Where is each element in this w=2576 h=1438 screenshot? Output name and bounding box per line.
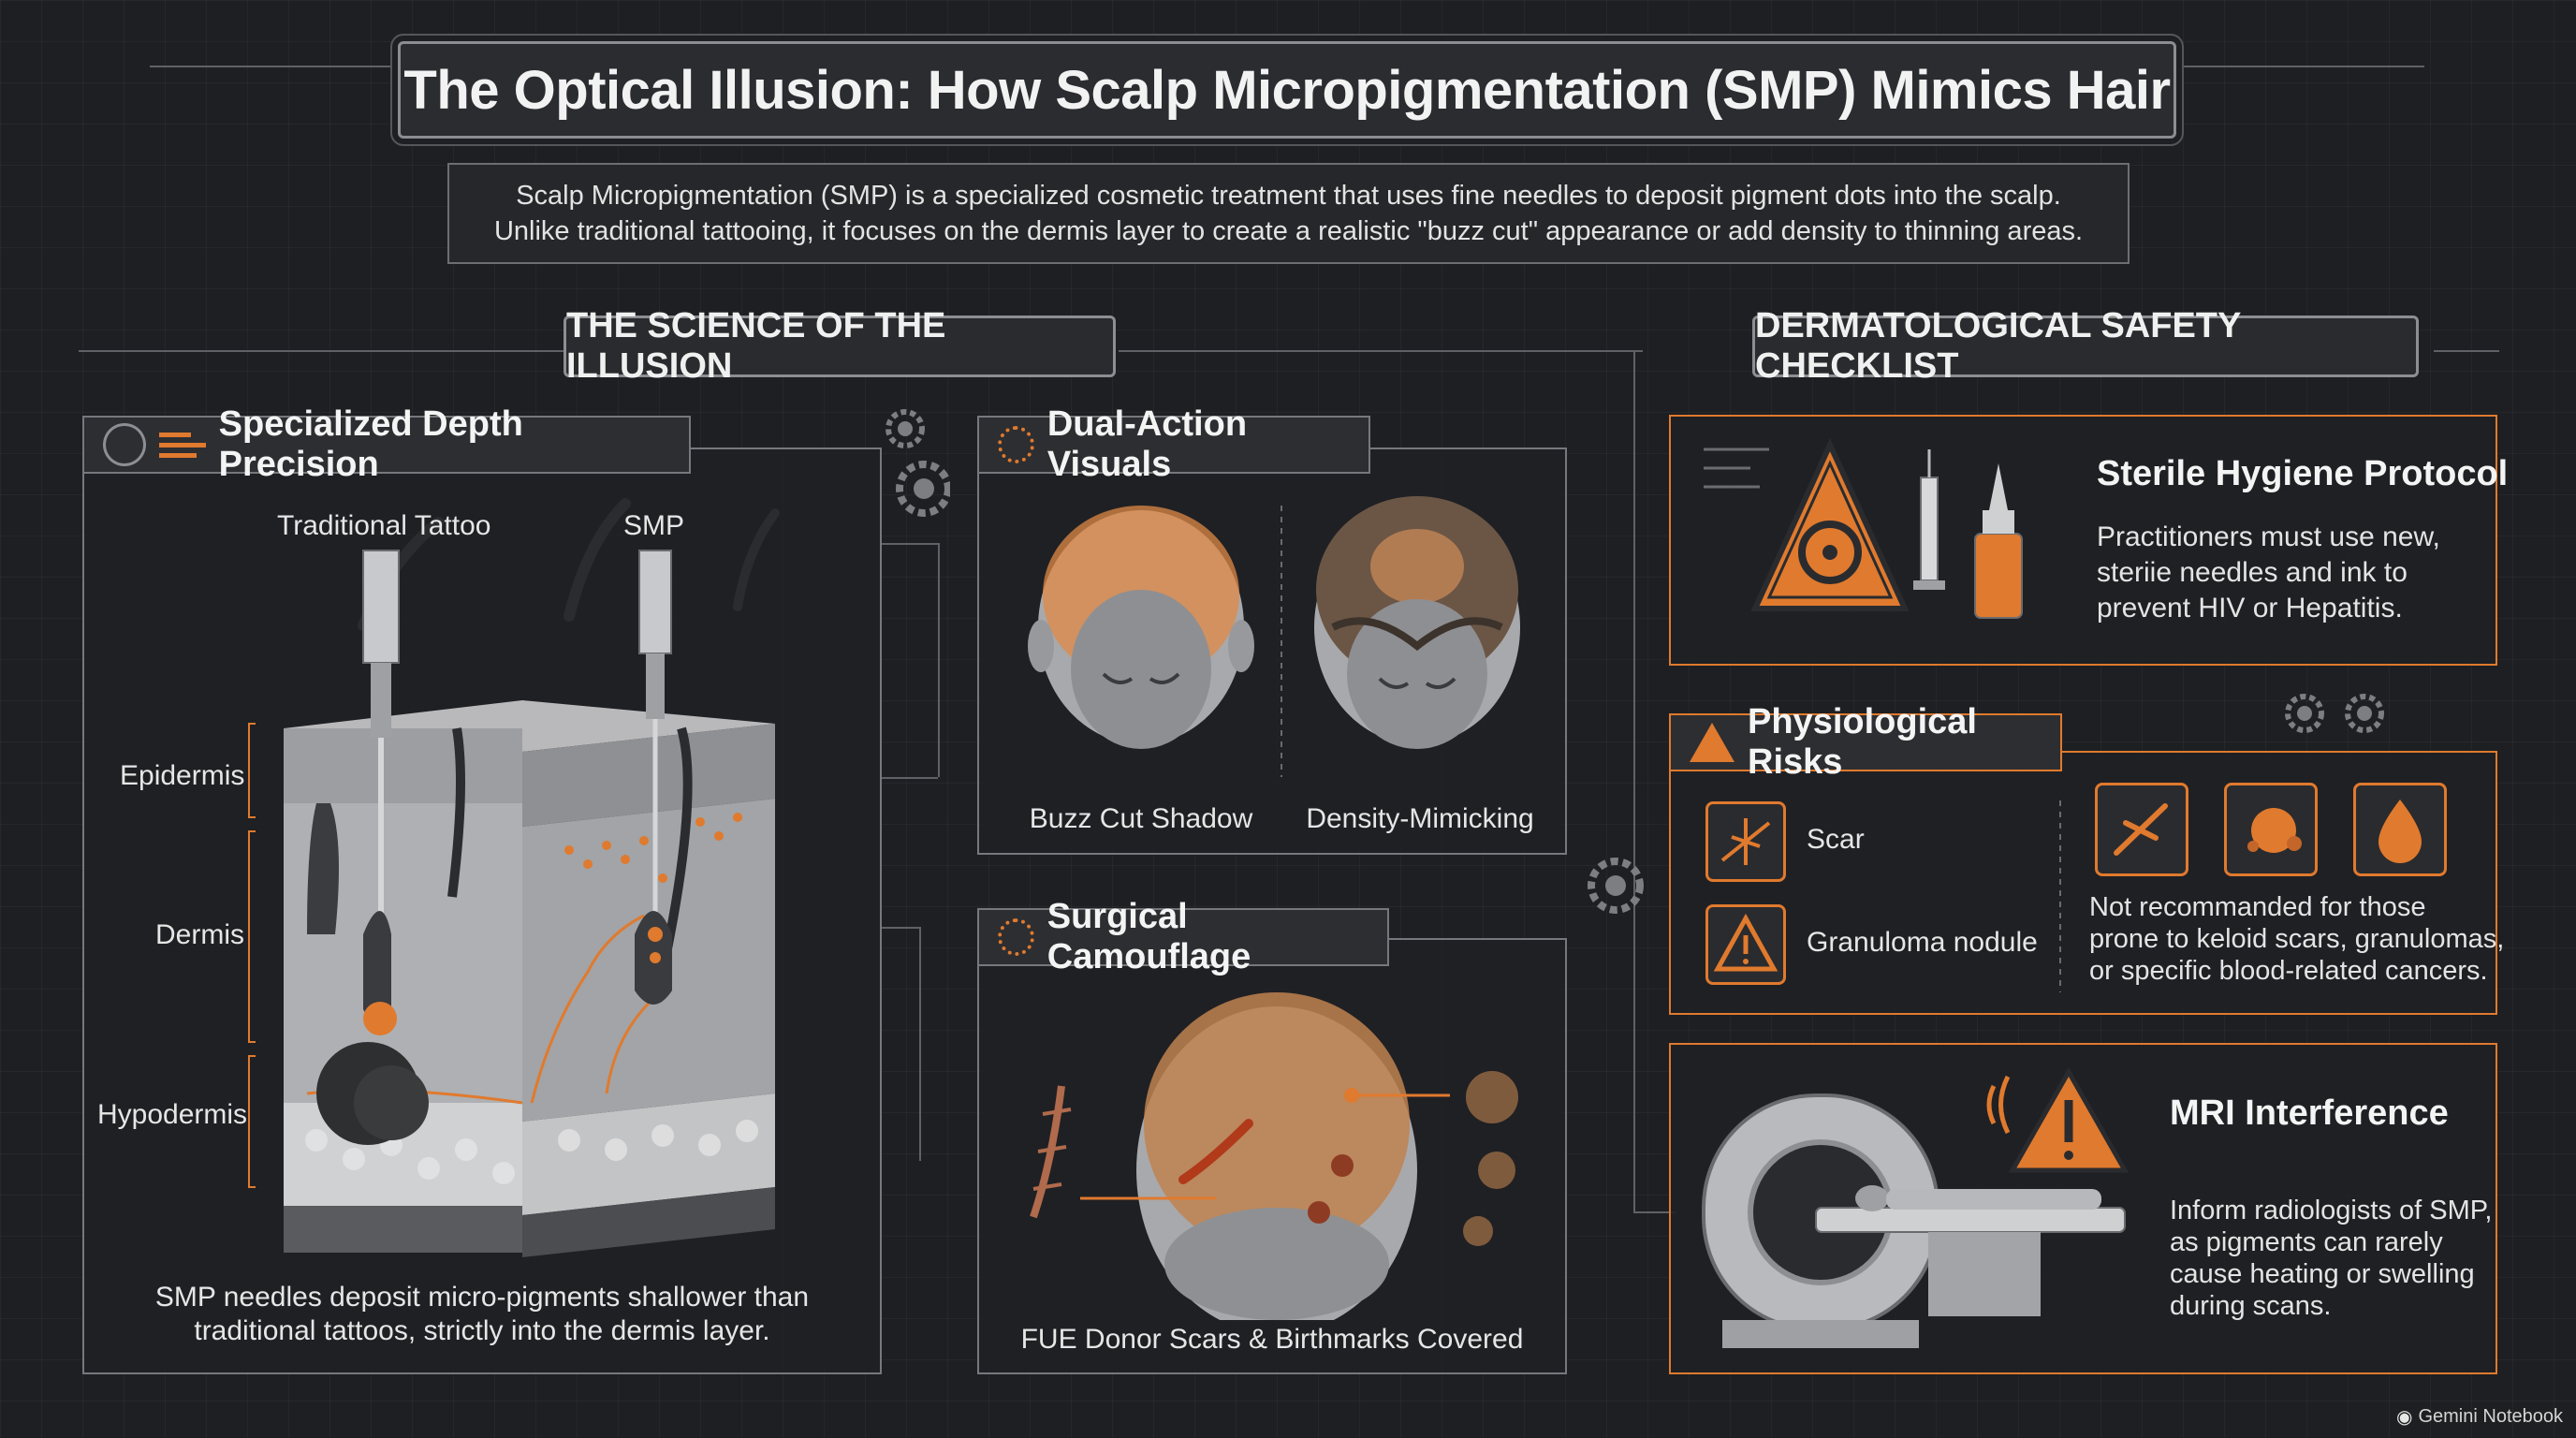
circuit-line bbox=[2181, 66, 2424, 67]
dual-action-title: Dual-Action Visuals bbox=[1046, 404, 1248, 484]
depth-precision-title: Specialized Depth Precision bbox=[218, 404, 523, 484]
skin-block bbox=[284, 700, 775, 1257]
nodule-icon bbox=[2224, 783, 2318, 876]
science-heading: THE SCIENCE OF THE ILLUSION bbox=[564, 306, 1116, 386]
connector-line bbox=[882, 927, 919, 929]
page-title: The Optical Illusion: How Scalp Micropig… bbox=[403, 59, 2171, 121]
label-epidermis: Epidermis bbox=[120, 760, 245, 791]
risks-title: Physiological Risks bbox=[1748, 702, 1977, 782]
camouflage-caption: FUE Donor Scars & Birthmarks Covered bbox=[1020, 1324, 1524, 1355]
density-head bbox=[1314, 496, 1520, 749]
label-dermis: Dermis bbox=[155, 919, 244, 950]
camouflage-illustration bbox=[1030, 992, 1518, 1320]
circuit-line bbox=[1633, 1211, 1676, 1213]
intro-box: Scalp Micropigmentation (SMP) is a speci… bbox=[447, 163, 2130, 264]
risks-text-line-2: prone to keloid scars, granulomas, bbox=[2089, 924, 2505, 954]
buzz-cut-head bbox=[1028, 506, 1254, 749]
lines-icon bbox=[158, 432, 206, 458]
circuit-line bbox=[1633, 350, 1635, 1211]
watermark: ◉ Gemini Notebook bbox=[2396, 1405, 2563, 1429]
risk-item-scar: Scar bbox=[1807, 824, 1865, 855]
intro-line-1: Scalp Micropigmentation (SMP) is a speci… bbox=[516, 181, 2061, 211]
circuit-line bbox=[150, 66, 393, 67]
risks-header: Physiological Risks bbox=[1669, 702, 2062, 782]
syringe-icon bbox=[1920, 477, 1939, 581]
gauge-icon bbox=[103, 423, 146, 466]
risks-text: Not recommanded for those prone to keloi… bbox=[2089, 891, 2504, 987]
mri-text-line-4: during scans. bbox=[2170, 1291, 2332, 1321]
mri-scanner-illustration bbox=[1702, 1066, 2130, 1348]
label-smp: SMP bbox=[623, 510, 685, 541]
sterile-illustration bbox=[1704, 437, 2023, 619]
sterile-title: Sterile Hygiene Protocol bbox=[2097, 454, 2509, 493]
gear-icon bbox=[886, 409, 950, 517]
circuit-line bbox=[1119, 350, 1643, 352]
mri-text-line-3: cause heating or swelling bbox=[2170, 1259, 2475, 1289]
mri-title: MRI Interference bbox=[2170, 1093, 2449, 1133]
depth-caption-line-1: SMP needles deposit micro-pigments shall… bbox=[154, 1282, 810, 1313]
blood-drop-icon bbox=[2353, 783, 2447, 876]
gemini-logo-icon: ◉ bbox=[2396, 1407, 2413, 1428]
depth-precision-header: Specialized Depth Precision bbox=[82, 404, 691, 484]
mri-text-line-2: as pigments can rarely bbox=[2170, 1227, 2443, 1257]
risks-text-line-3: or specific blood-related cancers. bbox=[2089, 956, 2488, 986]
warning-icon bbox=[1690, 723, 1734, 762]
sterile-text-line-2: steriie needles and ink to bbox=[2097, 557, 2408, 588]
label-traditional-tattoo: Traditional Tattoo bbox=[277, 510, 491, 541]
mri-text: Inform radiologists of SMP, as pigments … bbox=[2170, 1195, 2492, 1322]
camouflage-header: Surgical Camouflage bbox=[977, 897, 1389, 976]
sterile-text-line-3: prevent HIV or Hepatitis. bbox=[2097, 593, 2403, 624]
mri-text-line-1: Inform radiologists of SMP, bbox=[2170, 1196, 2493, 1225]
keloid-icon bbox=[2095, 783, 2188, 876]
buzz-cut-caption: Buzz Cut Shadow bbox=[1029, 803, 1253, 834]
depth-caption-line-2: traditional tattoos, strictly into the d… bbox=[194, 1315, 770, 1346]
tattoo-needle bbox=[316, 550, 429, 1145]
risk-item-granuloma: Granuloma nodule bbox=[1807, 927, 2038, 958]
connector-line bbox=[882, 777, 938, 779]
depth-caption: SMP needles deposit micro-pigments shall… bbox=[101, 1281, 863, 1348]
dual-action-header: Dual-Action Visuals bbox=[977, 404, 1370, 484]
safety-heading: DERMATOLOGICAL SAFETY CHECKLIST bbox=[1752, 306, 2419, 386]
smp-needle bbox=[635, 550, 672, 1005]
circuit-line bbox=[79, 350, 565, 352]
dial-icon bbox=[998, 918, 1034, 956]
sterile-text: Practitioners must use new, steriie need… bbox=[2097, 520, 2440, 626]
divider bbox=[2059, 800, 2061, 992]
intro-line-2: Unlike traditional tattooing, it focuses… bbox=[493, 216, 2084, 246]
ink-bottle-icon bbox=[1974, 533, 2023, 619]
gear-icon bbox=[1588, 858, 1644, 914]
skin-cross-section-illustration bbox=[248, 498, 780, 1257]
connector-line bbox=[938, 543, 940, 777]
label-hypodermis: Hypodermis bbox=[97, 1099, 248, 1130]
watermark-text: Gemini Notebook bbox=[2418, 1406, 2563, 1427]
scar-icon bbox=[1705, 801, 1786, 882]
gear-icon bbox=[2285, 694, 2384, 733]
circuit-line bbox=[2434, 350, 2499, 352]
granuloma-warning-icon bbox=[1705, 904, 1786, 985]
connector-line bbox=[919, 927, 921, 1161]
head-comparison-illustration bbox=[1028, 496, 1520, 777]
density-caption: Density-Mimicking bbox=[1306, 803, 1534, 834]
dial-icon bbox=[998, 426, 1034, 463]
sterile-text-line-1: Practitioners must use new, bbox=[2097, 521, 2440, 552]
page-title-bar: The Optical Illusion: How Scalp Micropig… bbox=[398, 41, 2176, 139]
camouflage-title: Surgical Camouflage bbox=[1046, 897, 1251, 976]
connector-line bbox=[882, 543, 938, 545]
biohazard-icon bbox=[1798, 521, 1862, 584]
risks-text-line-1: Not recommanded for those bbox=[2089, 892, 2426, 922]
